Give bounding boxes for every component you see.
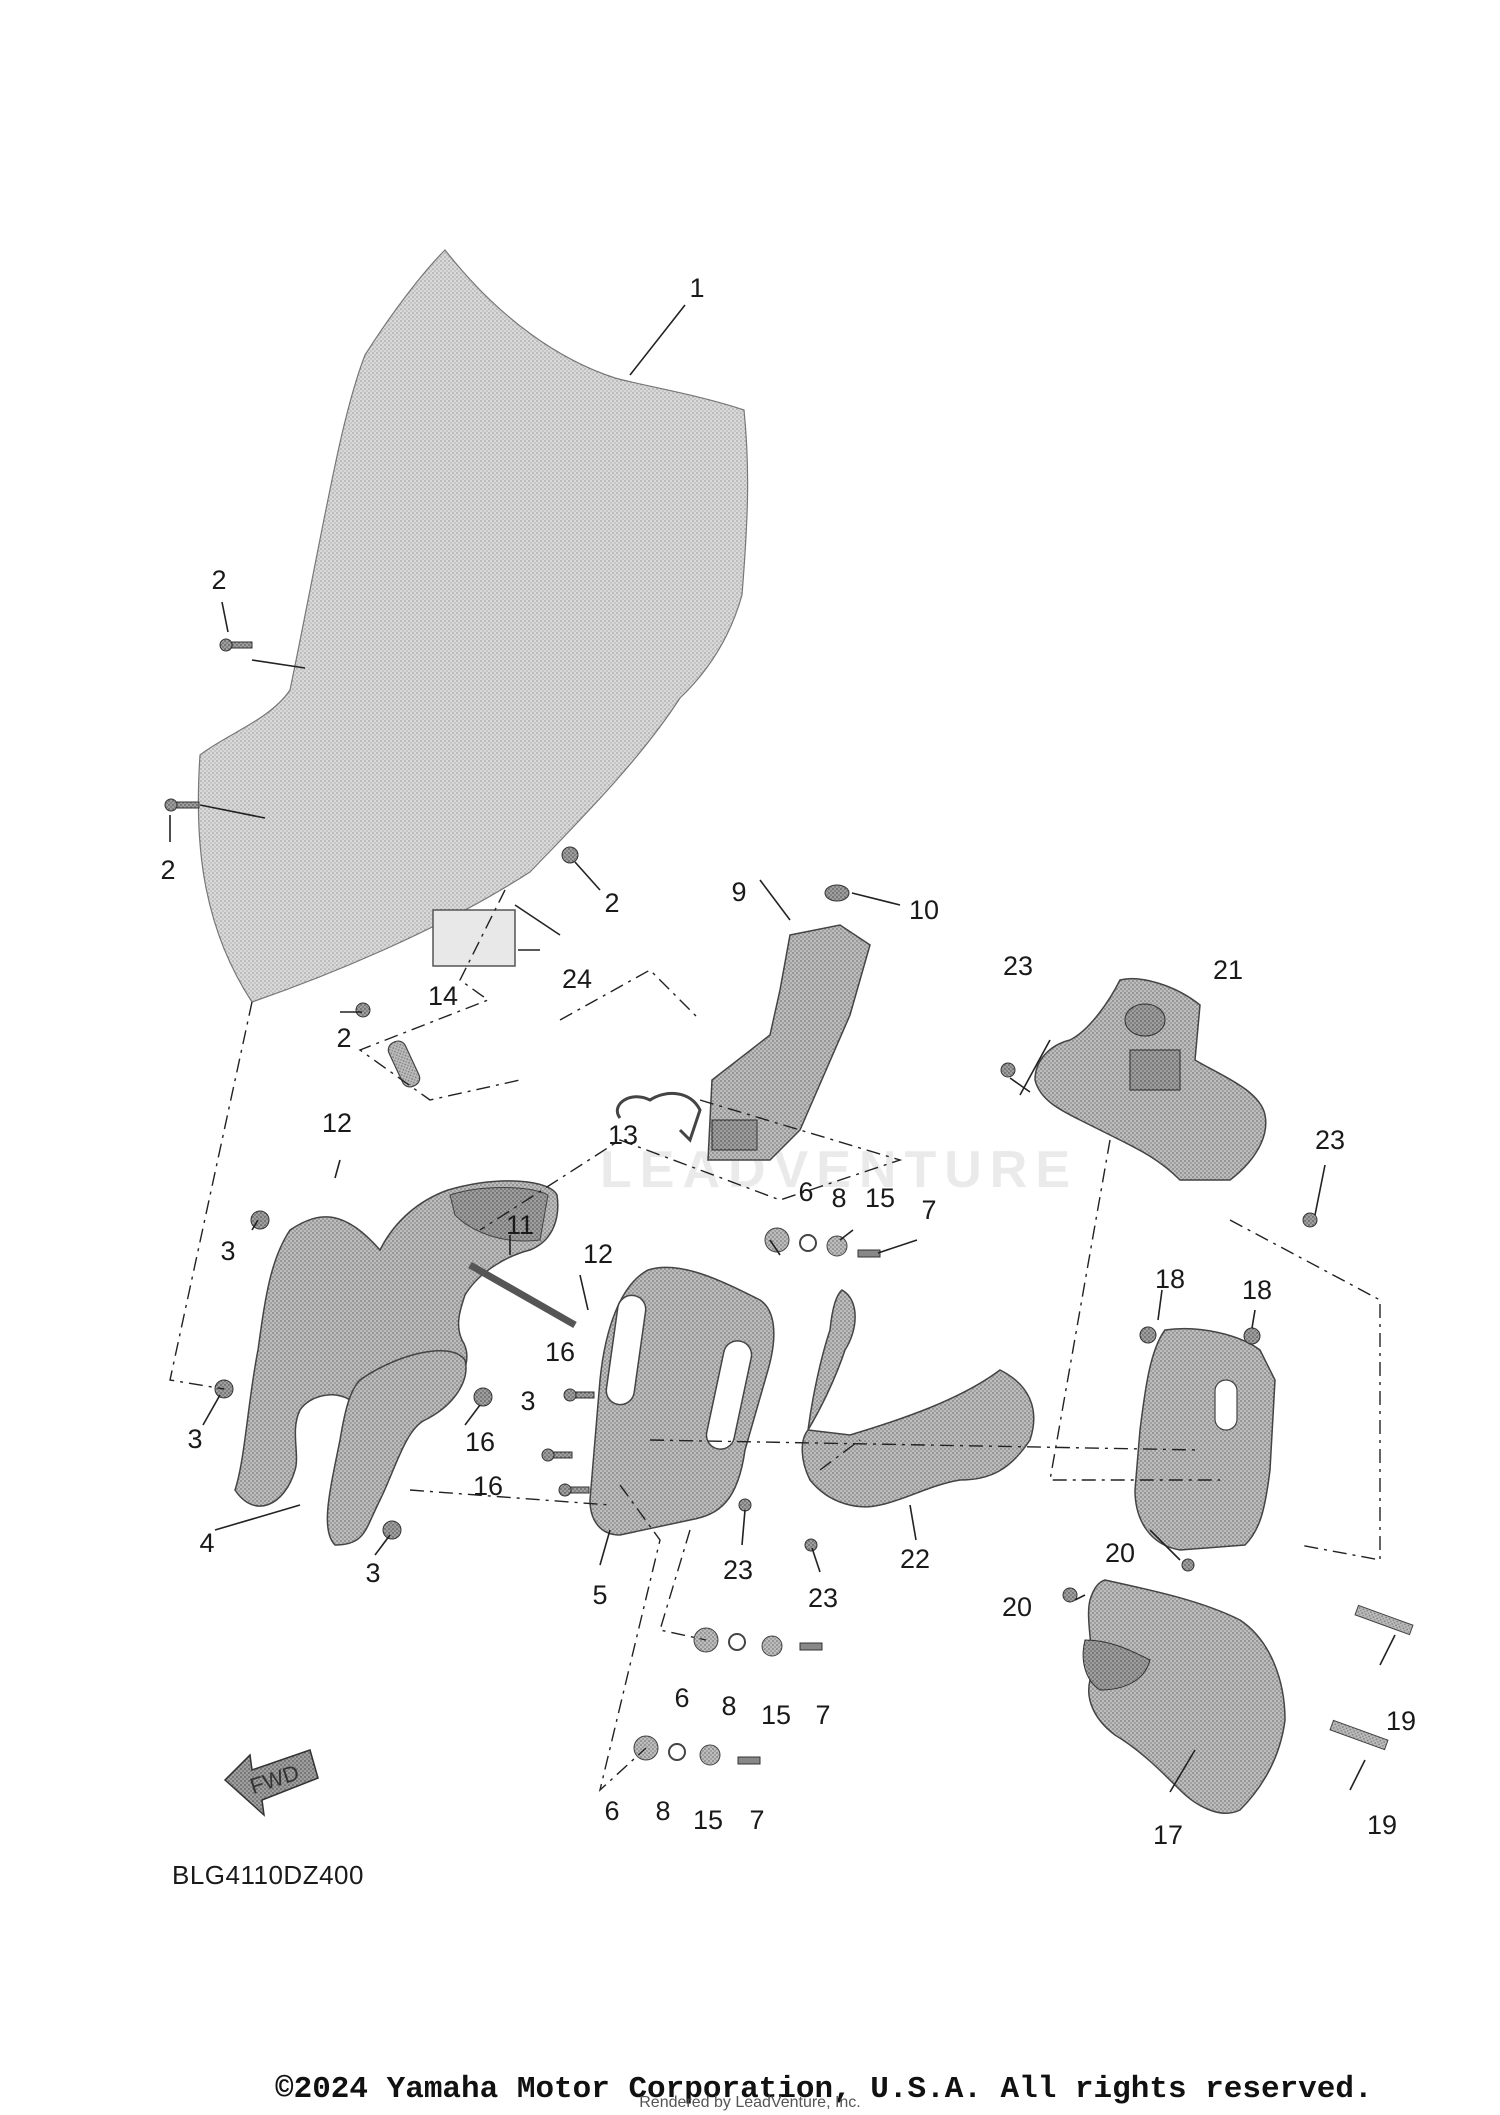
diagram-part-code: BLG4110DZ400 <box>172 1860 364 1890</box>
label-sticker-part <box>432 909 516 967</box>
rendered-by-credit: Rendered by LeadVenture, Inc. <box>639 2094 861 2111</box>
callout-5: 5 <box>592 1580 607 1610</box>
callout-16: 16 <box>473 1471 503 1501</box>
callout-6: 6 <box>674 1683 689 1713</box>
bolt-19-upper-part <box>1354 1604 1414 1636</box>
callout-20: 20 <box>1002 1592 1032 1622</box>
callout-6: 6 <box>604 1796 619 1826</box>
lower-frame-stay-part <box>1087 1579 1286 1814</box>
rod-part <box>468 1261 577 1329</box>
watermark-text: LEADVENTURE <box>600 1141 1079 1199</box>
spring-part <box>616 1091 702 1143</box>
callout-3: 3 <box>220 1236 235 1266</box>
callout-18: 18 <box>1242 1275 1272 1305</box>
washer-stack-upper <box>764 1227 881 1258</box>
callout-7: 7 <box>815 1700 830 1730</box>
lower-trim-part <box>801 1289 1035 1508</box>
callout-7: 7 <box>921 1195 936 1225</box>
washer-stack-middle <box>693 1627 823 1657</box>
callout-6: 6 <box>798 1177 813 1207</box>
pin-part <box>387 1040 421 1088</box>
callout-14: 14 <box>428 981 458 1011</box>
washer-stack-lower <box>633 1735 761 1766</box>
callout-15: 15 <box>693 1805 723 1835</box>
callout-8: 8 <box>721 1691 736 1721</box>
callout-19: 19 <box>1386 1706 1416 1736</box>
mid-frame-bracket-part <box>1134 1327 1276 1551</box>
callout-9: 9 <box>731 877 746 907</box>
callout-23: 23 <box>1003 951 1033 981</box>
callout-4: 4 <box>199 1528 214 1558</box>
assembly-dashed-lines <box>169 889 1381 1793</box>
callout-15: 15 <box>865 1183 895 1213</box>
callout-8: 8 <box>831 1183 846 1213</box>
callout-24: 24 <box>562 964 592 994</box>
callout-23: 23 <box>808 1583 838 1613</box>
inner-cover-lower-part <box>326 1349 467 1546</box>
callout-18: 18 <box>1155 1264 1185 1294</box>
callout-12: 12 <box>322 1108 352 1138</box>
callout-2: 2 <box>211 565 226 595</box>
callout-7: 7 <box>749 1805 764 1835</box>
callout-2: 2 <box>160 855 175 885</box>
callout-13: 13 <box>608 1120 638 1150</box>
callout-1: 1 <box>689 273 704 303</box>
leader-lines <box>169 304 1396 1793</box>
rubber-bumper-part <box>824 884 850 902</box>
inner-cover-part <box>234 1180 559 1507</box>
callout-17: 17 <box>1153 1820 1183 1850</box>
upper-bracket-part <box>707 924 871 1161</box>
callout-23: 23 <box>723 1555 753 1585</box>
callout-19: 19 <box>1367 1810 1397 1840</box>
callout-3: 3 <box>187 1424 202 1454</box>
callout-21: 21 <box>1213 955 1243 985</box>
callout-10: 10 <box>909 895 939 925</box>
small-fasteners <box>164 638 1318 1603</box>
callout-20: 20 <box>1105 1538 1135 1568</box>
callout-3: 3 <box>365 1558 380 1588</box>
callout-2: 2 <box>336 1023 351 1053</box>
copyright-notice: ©2024 Yamaha Motor Corporation, U.S.A. A… <box>275 2072 1373 2107</box>
bolt-19-lower-part <box>1329 1719 1389 1751</box>
callout-12: 12 <box>583 1239 613 1269</box>
forward-arrow-icon: FWD <box>223 1749 319 1817</box>
callout-15: 15 <box>761 1700 791 1730</box>
callout-2: 2 <box>604 888 619 918</box>
callout-3: 3 <box>520 1386 535 1416</box>
callout-22: 22 <box>900 1544 930 1574</box>
windshield-part <box>197 249 749 1003</box>
callout-8: 8 <box>655 1796 670 1826</box>
callout-labels: 1 2 2 2 2 3 3 3 3 4 5 6 6 6 7 7 7 8 8 8 … <box>160 273 1416 1850</box>
callout-16: 16 <box>545 1337 575 1367</box>
callout-16: 16 <box>465 1427 495 1457</box>
callout-11: 11 <box>506 1210 534 1240</box>
callout-23: 23 <box>1315 1125 1345 1155</box>
